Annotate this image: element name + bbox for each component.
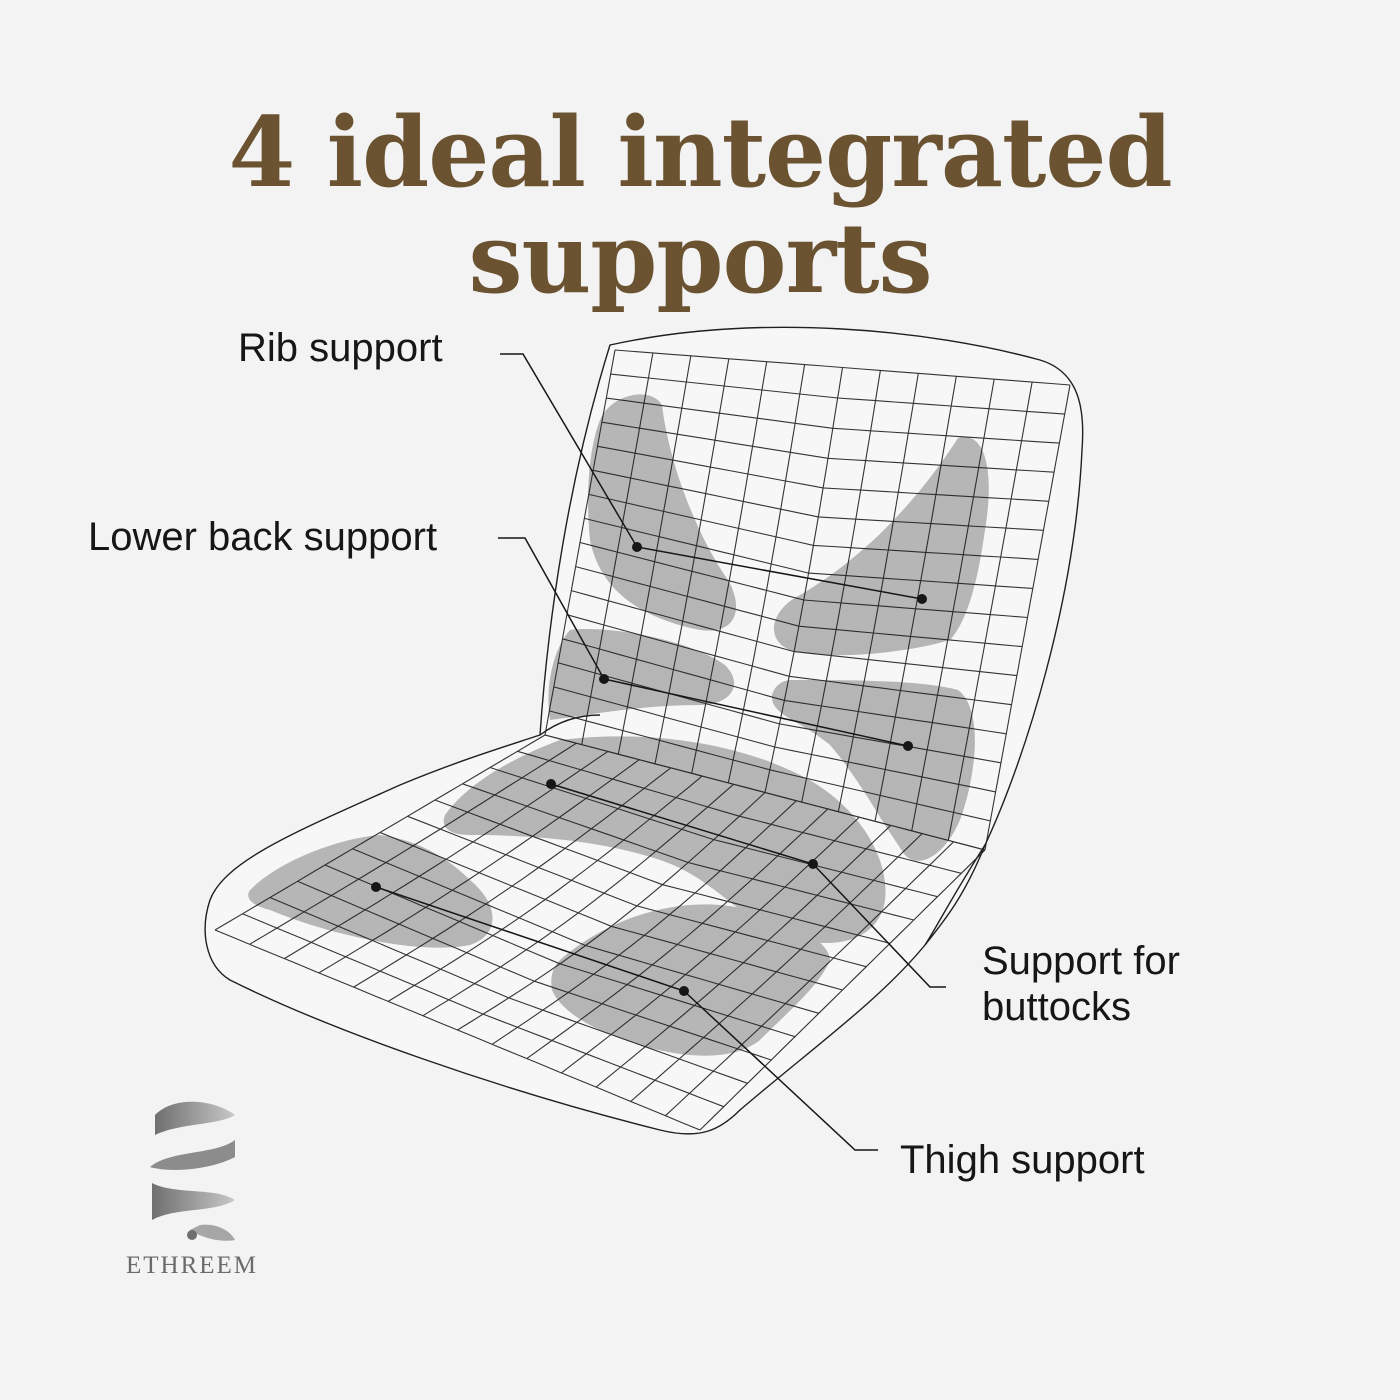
grid-line bbox=[269, 896, 748, 1084]
grid-line bbox=[434, 799, 891, 944]
grid-line bbox=[566, 614, 1012, 706]
label-rib-support: Rib support bbox=[238, 326, 443, 370]
grid-line bbox=[610, 373, 1065, 415]
grid-line bbox=[242, 913, 724, 1108]
grid-line bbox=[601, 421, 1055, 473]
grid-line bbox=[557, 662, 1001, 764]
seat-grid bbox=[214, 734, 986, 1131]
grid-line bbox=[214, 929, 701, 1131]
dot-thigh-left bbox=[371, 882, 381, 892]
grid-line bbox=[379, 831, 843, 991]
rib-zone-right bbox=[773, 436, 989, 656]
grid-line bbox=[579, 541, 1028, 619]
grid-line bbox=[584, 517, 1033, 589]
leader-dots bbox=[371, 542, 927, 996]
wireframe-grid bbox=[214, 349, 1071, 1131]
thigh-zone-right bbox=[551, 904, 830, 1056]
grid-line bbox=[597, 445, 1049, 502]
dot-lower-back-right bbox=[903, 741, 913, 751]
dot-rib-left bbox=[632, 542, 642, 552]
dot-buttocks-right bbox=[808, 859, 818, 869]
grid-line bbox=[571, 590, 1017, 677]
grid-line bbox=[588, 493, 1039, 560]
rib-zone-left bbox=[588, 394, 737, 631]
dot-lower-back-left bbox=[599, 674, 609, 684]
grid-line bbox=[592, 469, 1044, 531]
grid-line bbox=[614, 349, 1071, 386]
dot-buttocks-left bbox=[546, 779, 556, 789]
label-lower-back-support: Lower back support bbox=[88, 515, 438, 559]
grid-line bbox=[549, 710, 991, 822]
helix-logo-icon bbox=[150, 1101, 235, 1241]
grid-line bbox=[352, 848, 819, 1014]
dot-thigh-right bbox=[679, 986, 689, 996]
lower-back-zone-right bbox=[771, 680, 975, 861]
grid-line bbox=[562, 638, 1007, 735]
grid-line bbox=[544, 734, 986, 851]
leader-thigh bbox=[375, 886, 878, 1151]
grid-line bbox=[606, 397, 1060, 444]
grid-line bbox=[553, 686, 996, 793]
grid-line bbox=[517, 750, 962, 874]
leader-buttocks bbox=[550, 783, 946, 988]
label-thigh-support: Thigh support bbox=[900, 1138, 1145, 1182]
brand-name: ETHREEM bbox=[125, 1252, 259, 1279]
leader-lower-back bbox=[498, 537, 909, 747]
grid-line bbox=[324, 864, 796, 1038]
label-buttocks-support: Support for buttocks bbox=[982, 939, 1180, 1029]
grid-line bbox=[575, 566, 1023, 648]
leader-rib bbox=[500, 353, 923, 600]
dot-rib-right bbox=[917, 594, 927, 604]
grid-line bbox=[407, 815, 867, 968]
grid-line bbox=[462, 783, 914, 921]
grid-line bbox=[297, 880, 772, 1061]
thigh-zone-left bbox=[248, 835, 493, 948]
grid-line bbox=[489, 766, 938, 898]
page-title: 4 ideal integrated supports bbox=[228, 96, 1172, 315]
leader-lines bbox=[375, 353, 946, 1151]
